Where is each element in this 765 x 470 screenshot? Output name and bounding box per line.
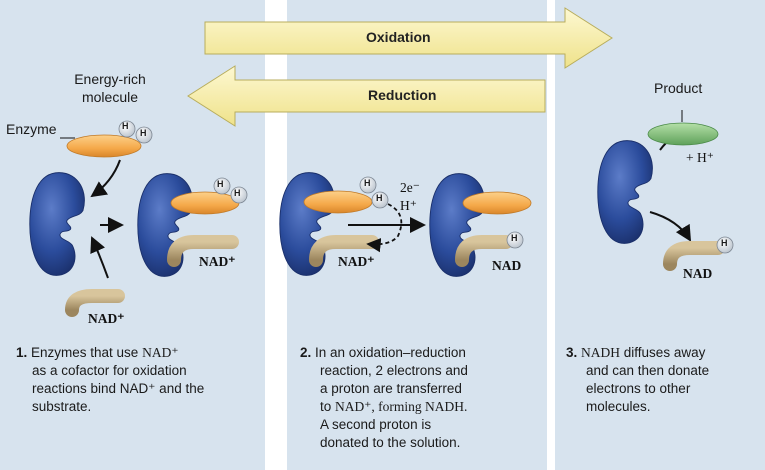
- reduction-arrow: [187, 65, 546, 127]
- h-label: H: [234, 188, 241, 198]
- enzyme-shape: [137, 173, 193, 277]
- caption-line: NAD⁺: [142, 345, 179, 360]
- binding-arrow: [90, 236, 109, 279]
- enzyme-shape: [279, 172, 335, 276]
- h-label: H: [140, 128, 147, 138]
- caption-line: as a cofactor for oxidation: [32, 363, 187, 378]
- nad-plus-molecule: [65, 289, 125, 317]
- caption-line: molecules.: [586, 399, 651, 414]
- hydrogen-atom: [716, 236, 734, 254]
- proton-label: H⁺: [400, 198, 417, 213]
- enzyme-shape: [597, 140, 653, 244]
- hydrogen-atom: [359, 176, 377, 194]
- panel1-art: [29, 120, 248, 317]
- substrate-molecule: [170, 191, 240, 215]
- hydrogen-atom: [135, 126, 153, 144]
- energy-rich-label: Energy-rich molecule: [50, 70, 170, 106]
- caption-line: reactions bind NAD⁺ and the: [32, 381, 205, 396]
- nadh-molecule: [663, 241, 725, 271]
- h-label: H: [376, 193, 383, 203]
- product-molecule: [647, 122, 719, 146]
- caption-line: reaction, 2 electrons and: [320, 363, 468, 378]
- caption-line: and can then donate: [586, 363, 710, 378]
- nad-plus-label: NAD⁺: [338, 254, 375, 269]
- energy-rich-line2: molecule: [81, 89, 139, 105]
- nad-plus-molecule: [309, 235, 379, 267]
- substrate-molecule: [303, 190, 373, 214]
- h-label: H: [122, 121, 129, 131]
- nad-plus-label: NAD⁺: [88, 311, 125, 326]
- caption-step-1: 1. Enzymes that use NAD⁺ as a cofactor f…: [16, 344, 204, 416]
- electrons-label: 2e⁻: [400, 180, 420, 195]
- panel2-art: [279, 172, 532, 277]
- nad-plus-molecule: [167, 235, 239, 267]
- caption-line: NAD⁺, forming NADH.: [335, 399, 468, 414]
- caption-number: 1.: [16, 345, 28, 360]
- caption-line: donated to the solution.: [320, 435, 461, 450]
- hydrogen-atom: [118, 120, 136, 138]
- nadh-molecule: [455, 235, 513, 267]
- panel3-art: [597, 110, 734, 271]
- hydrogen-atom: [371, 191, 389, 209]
- panel-step-3: [555, 0, 765, 470]
- nadh-release-arrow: [649, 211, 692, 242]
- energy-rich-line1: Energy-rich: [74, 71, 146, 87]
- enzyme-shape: [29, 172, 85, 276]
- hydrogen-atom: [506, 231, 524, 249]
- hydrogen-atom: [230, 186, 248, 204]
- h-label: H: [721, 238, 728, 248]
- caption-line: diffuses away: [620, 345, 706, 360]
- caption-line: substrate.: [32, 399, 92, 414]
- caption-line: to: [320, 399, 336, 414]
- h-label: H: [364, 178, 371, 188]
- proton-label: + H⁺: [686, 150, 714, 165]
- h-label: H: [217, 179, 224, 189]
- caption-number: 2.: [300, 345, 312, 360]
- nad-label: NAD: [683, 266, 713, 281]
- substrate-molecule: [66, 134, 142, 158]
- nad-label: NAD: [492, 258, 522, 273]
- substrate-molecule: [462, 191, 532, 215]
- electron-transfer-arrow: [366, 203, 403, 253]
- caption-line: In an oxidation–reduction: [311, 345, 466, 360]
- reduction-label: Reduction: [368, 87, 437, 103]
- caption-step-2: 2. In an oxidation–reduction reaction, 2…: [300, 344, 468, 452]
- caption-line: NADH: [581, 345, 621, 360]
- caption-line: A second proton is: [320, 417, 432, 432]
- caption-number: 3.: [566, 345, 578, 360]
- oxidation-label: Oxidation: [366, 29, 431, 45]
- caption-step-3: 3. NADH diffuses away and can then donat…: [566, 344, 709, 416]
- oxidation-arrow: [204, 7, 613, 69]
- caption-line: a proton are transferred: [320, 381, 462, 396]
- hydrogen-atom: [213, 177, 231, 195]
- nad-plus-label: NAD⁺: [199, 254, 236, 269]
- product-label: Product: [654, 80, 703, 96]
- enzyme-label: Enzyme: [6, 121, 57, 137]
- h-label: H: [511, 233, 518, 243]
- caption-line: electrons to other: [586, 381, 691, 396]
- binding-arrow: [90, 159, 121, 198]
- caption-line: Enzymes that use: [27, 345, 143, 360]
